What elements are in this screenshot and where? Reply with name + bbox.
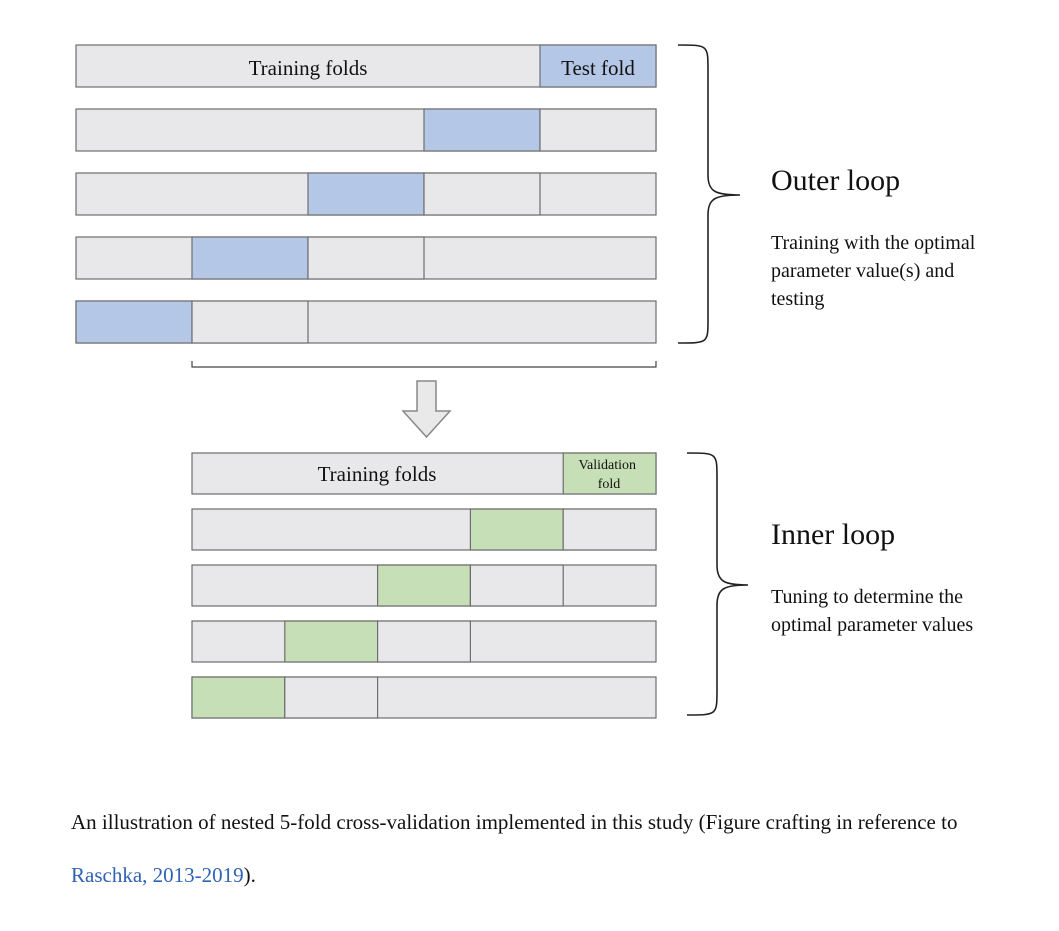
inner-selection-bracket xyxy=(191,361,657,368)
fold-divider xyxy=(539,108,657,152)
fold-divider xyxy=(284,676,379,719)
down-arrow-icon xyxy=(401,380,452,439)
caption-text: An illustration of nested 5-fold cross-v… xyxy=(71,810,958,834)
outer-description-line: parameter value(s) and xyxy=(771,260,954,282)
validation-fold xyxy=(284,620,379,663)
outer-training-folds-label: Training folds xyxy=(249,56,368,80)
raschka-reference-link[interactable]: Raschka, 2013-2019 xyxy=(71,863,244,887)
inner-loop-description: Tuning to determine the optimal paramete… xyxy=(771,586,973,636)
validation-fold xyxy=(562,452,657,495)
outer-description-line: testing xyxy=(771,288,824,310)
fold-divider xyxy=(562,508,657,551)
outer-loop-description: Training with the optimal parameter valu… xyxy=(771,232,980,310)
figure-caption: An illustration of nested 5-fold cross-v… xyxy=(71,796,1031,902)
inner-training-folds-label: Training folds xyxy=(318,462,437,486)
test-fold xyxy=(307,172,425,216)
inner-loop-brace xyxy=(686,452,749,716)
outer-loop-title: Outer loop xyxy=(771,164,900,197)
validation-fold xyxy=(191,676,286,719)
fold-divider xyxy=(377,620,472,663)
test-fold xyxy=(423,108,541,152)
validation-label-line: fold xyxy=(598,477,621,492)
outer-description-line: Training with the optimal xyxy=(771,232,976,254)
outer-test-fold-label: Test fold xyxy=(561,56,635,80)
test-fold xyxy=(191,236,309,280)
inner-description-line: optimal parameter values xyxy=(771,614,973,636)
test-fold xyxy=(539,44,657,88)
test-fold xyxy=(75,300,193,344)
inner-description-line: Tuning to determine the xyxy=(771,586,963,608)
validation-label-line: Validation xyxy=(578,458,636,473)
outer-loop-brace xyxy=(677,44,741,344)
fold-divider xyxy=(423,172,541,216)
outer-loop-folds xyxy=(75,44,657,344)
inner-loop-title: Inner loop xyxy=(771,518,895,551)
nested-cv-diagram: Training folds Test fold Outer loop Trai… xyxy=(75,44,980,719)
inner-validation-fold-label: Validation fold xyxy=(578,458,639,492)
validation-fold xyxy=(377,564,472,607)
fold-divider xyxy=(307,236,425,280)
fold-divider xyxy=(191,300,309,344)
validation-fold xyxy=(469,508,564,551)
inner-loop-folds xyxy=(191,452,657,719)
fold-divider xyxy=(469,564,564,607)
caption-text-end: ). xyxy=(243,863,256,887)
